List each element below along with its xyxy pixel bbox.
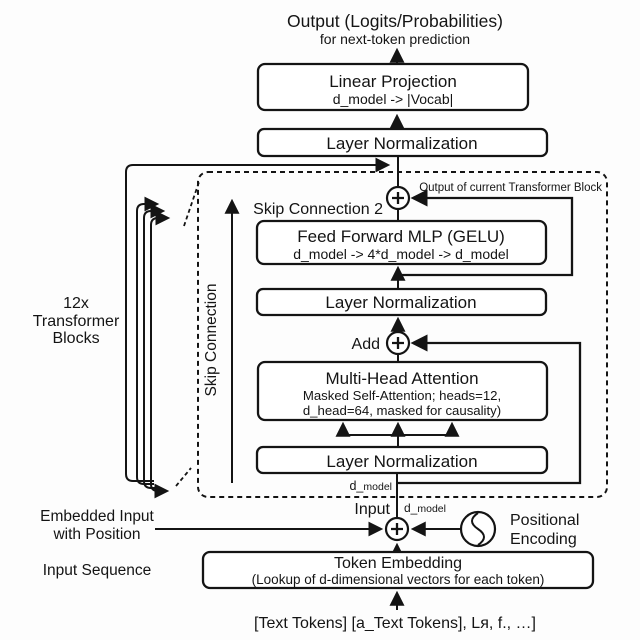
block-loop-top-arrow-2 xyxy=(143,203,166,219)
embedded-input-label-line1: Embedded Input xyxy=(40,508,154,525)
block-loop-top-arrow-1 xyxy=(136,196,160,212)
plus-icon xyxy=(391,523,403,535)
input-label: Input xyxy=(354,501,390,518)
embedded-input-label-line2: with Position xyxy=(52,526,140,543)
ffn-subtitle: d_model -> 4*d_model -> d_model xyxy=(293,246,509,262)
loop-to-block-dashed-link-top xyxy=(183,181,200,227)
skip-connection-2-line xyxy=(398,189,574,277)
layer-norm-bottom-box xyxy=(255,445,549,475)
skip-connection-1-line xyxy=(397,334,582,485)
skip-connection-2-label: Skip Connection 2 xyxy=(253,201,383,218)
mha-subtitle-1: Masked Self-Attention; heads=12, xyxy=(303,388,501,403)
block-loop-bottom-arrow xyxy=(150,225,170,499)
mha-box xyxy=(256,360,549,422)
output-title: Output (Logits/Probabilities) xyxy=(287,11,503,31)
token-embedding-box xyxy=(201,550,595,590)
input-d-model-label: d_model xyxy=(404,501,446,515)
plus-icon xyxy=(392,192,404,204)
block-output-label: Output of current Transformer Block xyxy=(419,182,602,194)
blocks-count-label: 12x xyxy=(63,295,89,312)
loop-to-block-dashed-link-bottom xyxy=(175,467,192,487)
linear-projection-subtitle: d_model -> |Vocab| xyxy=(333,91,454,107)
linear-projection-box xyxy=(256,62,530,112)
input-sequence-label: Input Sequence xyxy=(43,562,152,579)
positional-encoding-label-line1: Positional xyxy=(510,512,579,529)
ffn-title: Feed Forward MLP (GELU) xyxy=(297,227,505,246)
blocks-label-line3: Blocks xyxy=(52,330,99,347)
layer-norm-top-box xyxy=(256,127,549,158)
blocks-output-loop-line xyxy=(125,157,391,482)
d-model-label: d_model xyxy=(349,479,392,493)
layer-norm-mid-label: Layer Normalization xyxy=(325,293,476,312)
sine-wave-icon xyxy=(471,512,485,546)
add-label: Add xyxy=(352,336,380,353)
skip-connection-label: Skip Connection xyxy=(203,284,220,397)
blocks-label-line2: Transformer xyxy=(33,313,120,330)
token-embedding-subtitle: (Lookup of d-dimensional vectors for eac… xyxy=(252,572,545,587)
layer-norm-bottom-label: Layer Normalization xyxy=(326,452,477,471)
transformer-block-dashed-border xyxy=(197,171,608,498)
output-subtitle: for next-token prediction xyxy=(320,31,470,47)
block-loop-top-arrow-3 xyxy=(150,210,171,226)
ffn-box xyxy=(255,219,548,266)
plus-icon xyxy=(392,337,404,349)
mha-title: Multi-Head Attention xyxy=(325,369,478,388)
layer-norm-mid-box xyxy=(255,287,548,317)
mha-subtitle-2: d_head=64, masked for causality) xyxy=(303,403,501,418)
linear-projection-title: Linear Projection xyxy=(329,72,457,91)
positional-encoding-label-line2: Encoding xyxy=(510,531,577,548)
layer-norm-top-label: Layer Normalization xyxy=(326,134,477,153)
token-embedding-title: Token Embedding xyxy=(334,555,462,572)
input-tokens-line: [Text Tokens] [a_Text Tokens], Lя, f., …… xyxy=(254,615,536,632)
